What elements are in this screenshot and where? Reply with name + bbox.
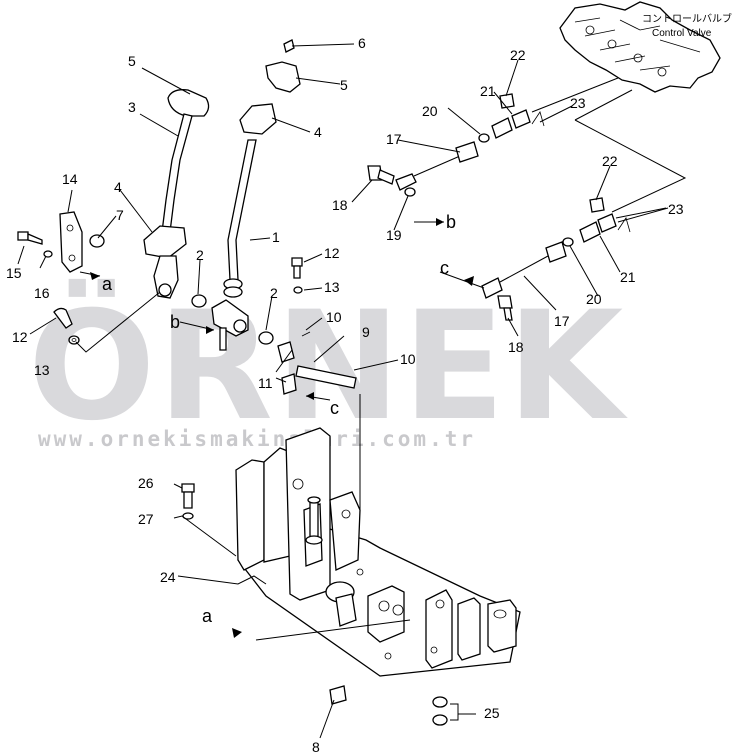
control-valve: コントロールバルブ Control Valve xyxy=(559,1,732,93)
watermark-url: www.ornekismakinalari.com.tr xyxy=(38,427,476,451)
valve-label-english: Control Valve xyxy=(652,28,712,39)
view-letter-b-left: b xyxy=(170,312,180,332)
callout-20: 20 xyxy=(422,103,438,119)
callout-18: 18 xyxy=(508,339,524,355)
callout-10: 10 xyxy=(400,351,416,367)
callout-2: 2 xyxy=(270,285,278,301)
callout-1: 1 xyxy=(272,229,280,245)
callout-22: 22 xyxy=(510,47,526,63)
callout-5: 5 xyxy=(128,53,136,69)
callout-18: 18 xyxy=(332,197,348,213)
lever-knob-left xyxy=(167,89,210,117)
callout-15: 15 xyxy=(6,265,22,281)
view-letter-c-mid: c xyxy=(330,398,339,418)
callout-21: 21 xyxy=(480,83,496,99)
callout-27: 27 xyxy=(138,511,154,527)
view-letter-a-bottom: a xyxy=(202,606,213,626)
cable-lower xyxy=(481,197,631,321)
callout-10: 10 xyxy=(326,309,342,325)
callout-4: 4 xyxy=(314,124,322,140)
leader-lines xyxy=(17,43,669,739)
callout-23: 23 xyxy=(668,201,684,217)
callout-23: 23 xyxy=(570,95,586,111)
watermark: ÖRNEK www.ornekismakinalari.com.tr xyxy=(28,278,628,454)
base-plate xyxy=(235,427,521,677)
callout-19: 19 xyxy=(386,227,402,243)
linkage-rod xyxy=(277,331,357,395)
callout-7: 7 xyxy=(116,207,124,223)
valve-label-japanese: コントロールバルブ xyxy=(642,12,732,25)
callout-numbers: 1 2 2 3 4 4 5 5 6 7 8 9 10 10 11 12 12 1… xyxy=(6,35,684,755)
view-letter-c-right: c xyxy=(440,258,449,278)
spacer-8 xyxy=(329,685,347,705)
callout-9: 9 xyxy=(362,324,370,340)
callout-11: 11 xyxy=(258,375,273,391)
cable-upper xyxy=(367,93,545,197)
cushion-25b xyxy=(432,714,448,726)
lever-boot-left xyxy=(143,225,187,259)
callout-6: 6 xyxy=(358,35,366,51)
bushing-7 xyxy=(89,234,105,248)
callout-14: 14 xyxy=(62,171,78,187)
callout-5: 5 xyxy=(340,77,348,93)
callout-12: 12 xyxy=(12,329,28,345)
lever-knob-right xyxy=(265,61,301,93)
callout-16: 16 xyxy=(34,285,50,301)
cushion-25a xyxy=(432,696,448,708)
callout-20: 20 xyxy=(586,291,602,307)
lever-boot-right xyxy=(239,103,277,135)
callout-26: 26 xyxy=(138,475,154,491)
left-lever xyxy=(17,89,210,345)
arrows xyxy=(90,218,474,638)
view-letter-b-right: b xyxy=(446,212,456,232)
callout-8: 8 xyxy=(312,739,320,755)
callout-13: 13 xyxy=(34,362,50,378)
bracket-14 xyxy=(59,211,83,273)
callout-25: 25 xyxy=(484,705,500,721)
callout-12: 12 xyxy=(324,245,340,261)
view-letter-a-top: a xyxy=(102,274,113,294)
callout-4: 4 xyxy=(114,179,122,195)
callout-17: 17 xyxy=(554,313,570,329)
callout-2: 2 xyxy=(196,247,204,263)
callout-13: 13 xyxy=(324,279,340,295)
callout-21: 21 xyxy=(620,269,636,285)
callout-22: 22 xyxy=(602,153,618,169)
watermark-brand: ÖRNEK xyxy=(28,278,628,454)
callout-24: 24 xyxy=(160,569,176,585)
callout-17: 17 xyxy=(386,131,402,147)
right-lever xyxy=(191,39,303,351)
callout-3: 3 xyxy=(128,99,136,115)
